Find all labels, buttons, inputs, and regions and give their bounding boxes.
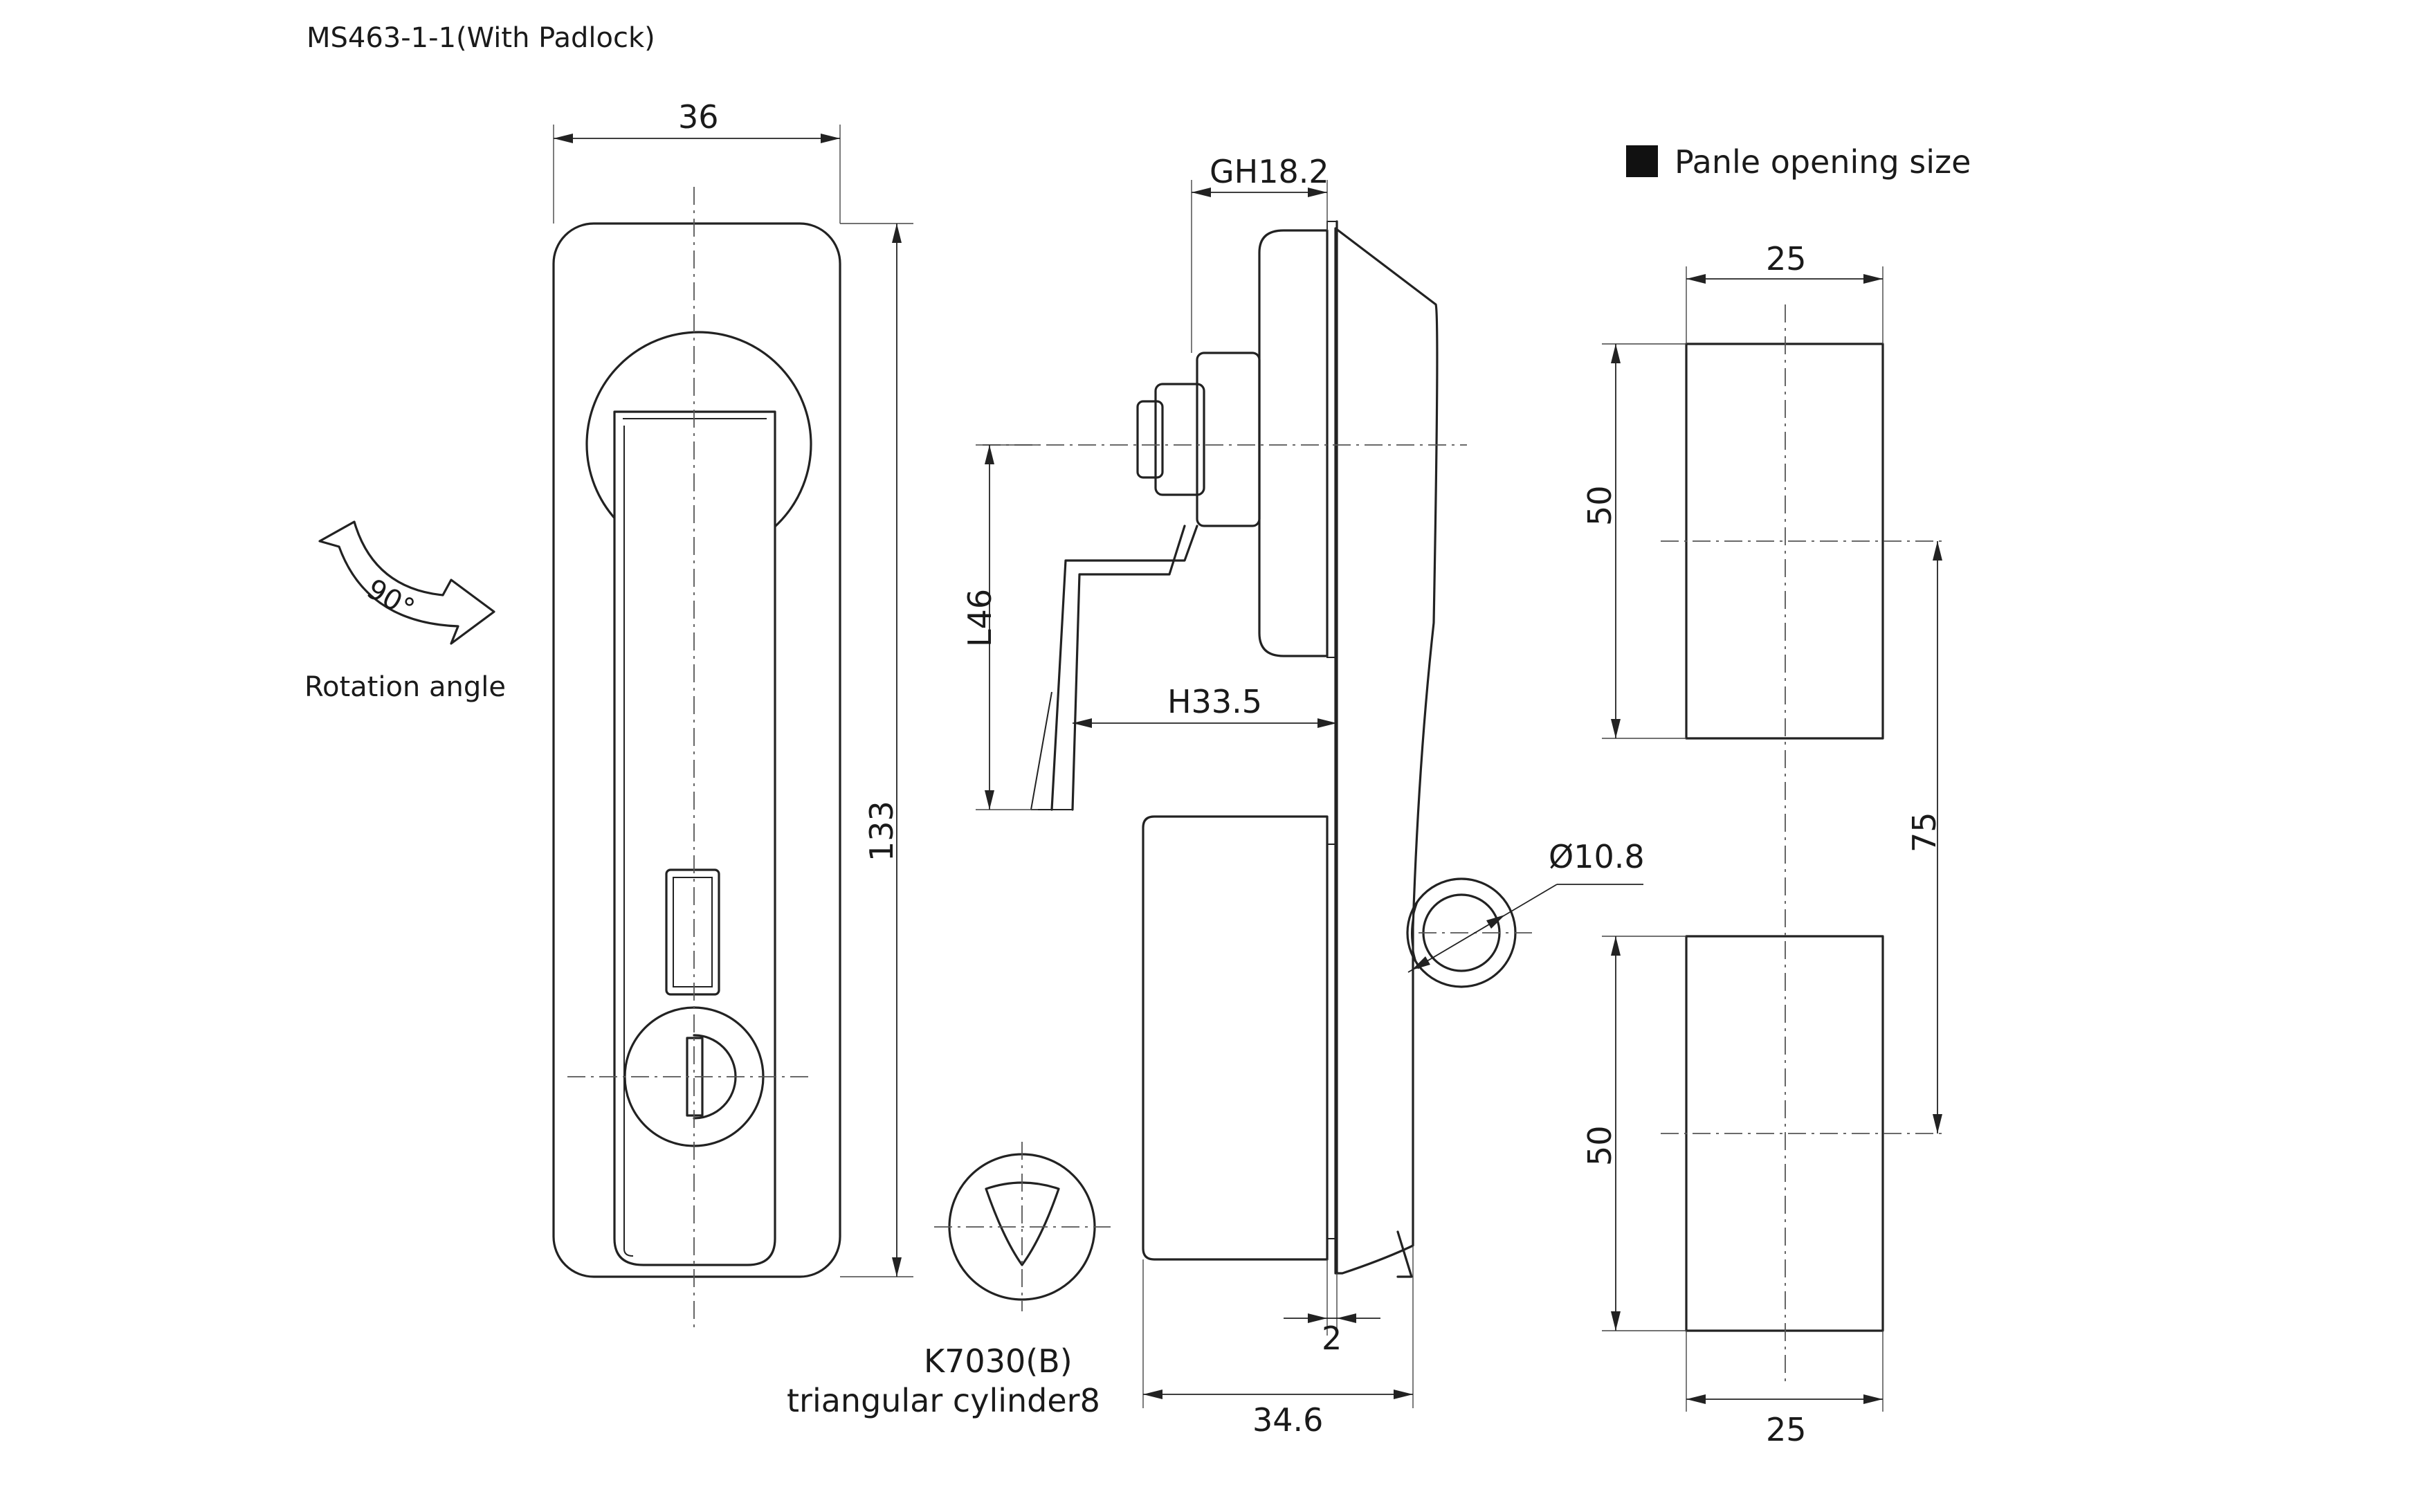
dim-upper-height-label: 50 — [1581, 485, 1618, 526]
dim-depth-label: 34.6 — [1252, 1401, 1323, 1439]
front-view — [552, 187, 841, 1329]
side-view — [983, 220, 1533, 1278]
panel-openings — [1661, 304, 1944, 1384]
dim-gap — [1284, 1259, 1380, 1336]
dim-lower-height-label: 50 — [1581, 1125, 1618, 1166]
heading-bullet-icon — [1626, 145, 1658, 177]
dim-padlock-label: Ø10.8 — [1549, 838, 1645, 875]
dim-front-height — [840, 223, 913, 1277]
dim-pitch-label: 75 — [1906, 812, 1943, 853]
dim-h-label: H33.5 — [1167, 683, 1262, 720]
cylinder-description: triangular cylinder8 — [787, 1382, 1100, 1419]
dim-top-width-label: 25 — [1766, 240, 1807, 277]
dim-gap-label: 2 — [1322, 1320, 1342, 1357]
triangular-cylinder-icon — [934, 1142, 1111, 1311]
dim-top-width — [1686, 266, 1884, 344]
dim-pitch — [1933, 541, 1942, 1133]
rotation-caption: Rotation angle — [304, 671, 506, 703]
dim-l — [976, 444, 1038, 810]
dim-bottom-width — [1686, 1331, 1884, 1412]
cylinder-code: K7030(B) — [924, 1342, 1073, 1380]
dim-padlock — [1407, 884, 1643, 973]
drawing-title: MS463-1-1(With Padlock) — [307, 22, 655, 54]
dim-h — [1073, 718, 1337, 728]
dim-gh — [1191, 180, 1328, 353]
dim-front-width — [553, 125, 841, 224]
dim-lower-height — [1602, 936, 1686, 1331]
dim-depth — [1142, 1246, 1414, 1408]
dim-gh-label: GH18.2 — [1210, 153, 1329, 190]
dim-front-width-label: 36 — [678, 98, 719, 136]
dim-l-label: L46 — [961, 589, 998, 647]
dim-front-height-label: 133 — [863, 801, 900, 862]
dim-bottom-width-label: 25 — [1766, 1411, 1807, 1448]
dim-upper-height — [1602, 343, 1686, 739]
panel-opening-heading: Panle opening size — [1675, 143, 1971, 181]
rotation-arrow-icon — [318, 520, 495, 645]
